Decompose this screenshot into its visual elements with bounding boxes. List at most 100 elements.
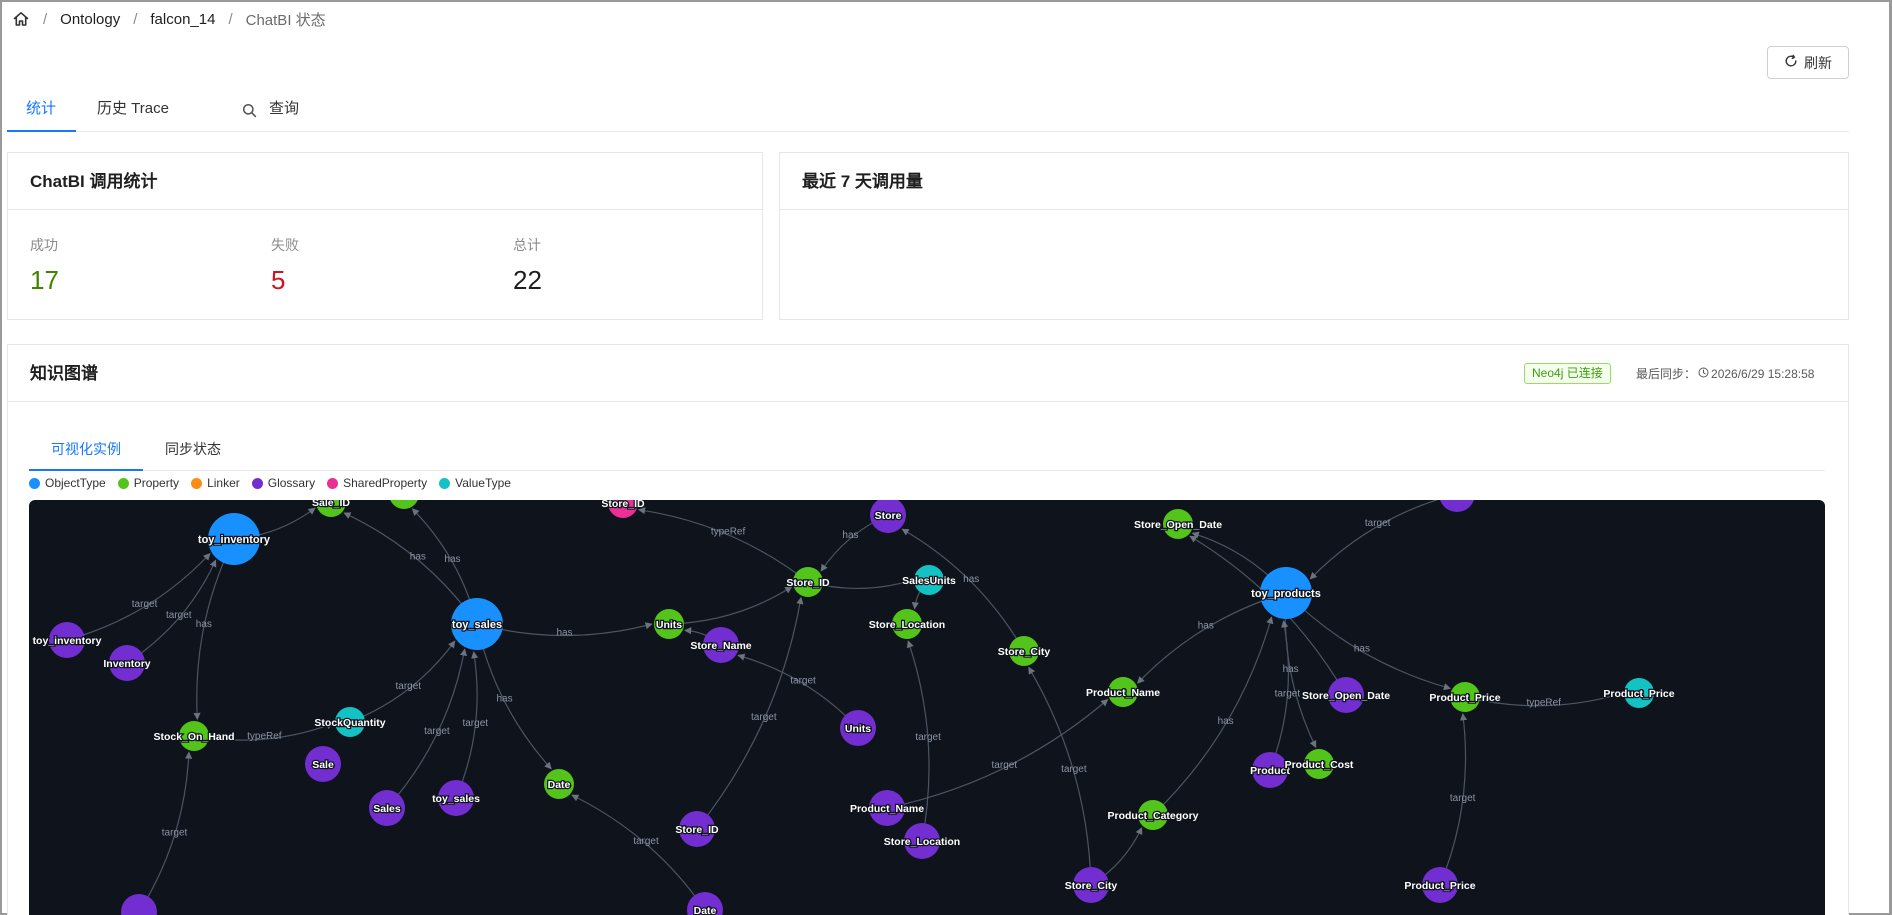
graph-node-glossary[interactable]: Date: [687, 892, 723, 915]
graph-node-glossary[interactable]: toy_sales: [431, 780, 481, 816]
graph-node-glossary[interactable]: Store: [870, 500, 906, 533]
graph-node-circle[interactable]: [544, 769, 574, 799]
graph-edge[interactable]: [696, 596, 804, 830]
graph-edge[interactable]: [906, 640, 930, 842]
graph-node-sharedproperty[interactable]: Store_ID: [600, 500, 646, 518]
graph-edge[interactable]: [1028, 666, 1092, 886]
tab-history-trace[interactable]: 历史 Trace: [97, 96, 169, 132]
graph-node-glossary[interactable]: Store_Name: [689, 627, 753, 663]
graph-edge[interactable]: [1137, 592, 1287, 684]
legend-valuetype[interactable]: ValueType: [439, 476, 511, 490]
graph-node-property[interactable]: Store_Open_Date: [1133, 509, 1223, 539]
graph-node-glossary[interactable]: Product_Price: [1403, 867, 1477, 903]
graph-node-circle[interactable]: [892, 609, 922, 639]
graph-edge[interactable]: [386, 648, 468, 809]
graph-edge[interactable]: [1152, 616, 1274, 816]
graph-edge[interactable]: [1439, 713, 1468, 886]
graph-node-circle[interactable]: [335, 707, 365, 737]
graph-node-circle[interactable]: [793, 567, 823, 597]
legend-glossary[interactable]: Glossary: [251, 476, 315, 490]
graph-node-circle[interactable]: [914, 565, 944, 595]
graph-node-circle[interactable]: [1163, 509, 1193, 539]
graph-node-circle[interactable]: [1422, 867, 1458, 903]
graph-edge[interactable]: [1464, 691, 1623, 707]
graph-node-glossary[interactable]: Inventory: [102, 645, 152, 681]
breadcrumb-project[interactable]: falcon_14: [150, 10, 216, 28]
graph-node-circle[interactable]: [438, 780, 474, 816]
graph-node-glossary[interactable]: Store_Location: [883, 823, 961, 859]
legend-property[interactable]: Property: [117, 476, 179, 490]
graph-edge[interactable]: [66, 552, 211, 641]
graph-node-glossary[interactable]: Store_ID: [674, 811, 720, 847]
graph-node-glossary[interactable]: Store_Open_Date: [1301, 677, 1391, 713]
graph-node-circle[interactable]: [1304, 749, 1334, 779]
graph-node-circle[interactable]: [679, 811, 715, 847]
tab-stats[interactable]: 统计: [26, 96, 56, 132]
graph-node-circle[interactable]: [1009, 636, 1039, 666]
legend-sharedproperty[interactable]: SharedProperty: [327, 476, 427, 490]
graph-node-circle[interactable]: [1328, 677, 1364, 713]
graph-edge[interactable]: [886, 699, 1109, 809]
graph-edge[interactable]: [901, 528, 1025, 652]
graph-edge[interactable]: [1285, 592, 1451, 691]
graph-node-property[interactable]: Product_Name: [1085, 677, 1161, 707]
graph-node-circle[interactable]: [869, 790, 905, 826]
graph-node-circle[interactable]: [179, 721, 209, 751]
graph-edge[interactable]: [193, 722, 334, 741]
graph-node-property[interactable]: [389, 500, 419, 509]
graph-node-property[interactable]: Product_Category: [1106, 800, 1200, 830]
graph-node-circle[interactable]: [1439, 500, 1475, 512]
graph-node-property[interactable]: Stock_On_Hand: [152, 721, 236, 751]
graph-svg[interactable]: targettargethashashashashastargettargett…: [29, 500, 1825, 915]
graph-node-glossary[interactable]: [121, 894, 157, 915]
graph-node-circle[interactable]: [870, 500, 906, 533]
graph-node-glossary[interactable]: Product_Name: [849, 790, 925, 826]
graph-node-circle[interactable]: [840, 710, 876, 746]
graph-node-circle[interactable]: [1073, 867, 1109, 903]
graph-edge[interactable]: [349, 640, 456, 723]
graph-node-property[interactable]: Product_Price: [1428, 682, 1502, 712]
graph-node-circle[interactable]: [1252, 752, 1288, 788]
home-icon[interactable]: [12, 10, 30, 28]
graph-node-circle[interactable]: [451, 598, 503, 650]
graph-node-glossary[interactable]: Units: [840, 710, 876, 746]
graph-node-circle[interactable]: [369, 790, 405, 826]
graph-node-circle[interactable]: [208, 513, 260, 565]
graph-edge[interactable]: [668, 586, 793, 625]
graph-node-circle[interactable]: [1624, 678, 1654, 708]
graph-node-circle[interactable]: [1260, 567, 1312, 619]
graph-node-circle[interactable]: [687, 892, 723, 915]
graph-node-property[interactable]: Store_ID: [785, 567, 831, 597]
graph-node-glossary[interactable]: toy_inventory: [31, 622, 103, 658]
graph-edge[interactable]: [637, 507, 809, 583]
graph-edge[interactable]: [1309, 500, 1457, 580]
graph-node-property[interactable]: Units: [654, 609, 684, 639]
graph-edge[interactable]: [138, 751, 193, 913]
graph-node-property[interactable]: Product_Cost: [1283, 749, 1355, 779]
graph-node-circle[interactable]: [305, 746, 341, 782]
graph-edge[interactable]: [571, 794, 706, 911]
breadcrumb-ontology[interactable]: Ontology: [60, 10, 121, 28]
graph-node-objecttype[interactable]: toy_sales: [451, 598, 503, 650]
graph-node-valuetype[interactable]: SalesUnits: [901, 565, 957, 595]
graph-node-glossary[interactable]: Sale: [305, 746, 341, 782]
graph-node-property[interactable]: Sale_ID: [311, 500, 352, 517]
graph-node-circle[interactable]: [109, 645, 145, 681]
graph-node-circle[interactable]: [654, 609, 684, 639]
subtab-visual-instance[interactable]: 可视化实例: [51, 441, 121, 457]
tab-query[interactable]: 查询: [242, 96, 299, 132]
graph-node-glossary[interactable]: Store_City: [1063, 867, 1119, 903]
graph-node-valuetype[interactable]: StockQuantity: [313, 707, 387, 737]
graph-node-valuetype[interactable]: Product_Price: [1602, 678, 1676, 708]
graph-node-objecttype[interactable]: toy_products: [1250, 567, 1322, 619]
graph-node-property[interactable]: Store_Location: [868, 609, 946, 639]
graph-node-circle[interactable]: [389, 500, 419, 509]
legend-linker[interactable]: Linker: [191, 476, 240, 490]
graph-node-objecttype[interactable]: toy_inventory: [197, 513, 272, 565]
graph-node-circle[interactable]: [316, 500, 346, 517]
graph-node-circle[interactable]: [1108, 677, 1138, 707]
graph-node-circle[interactable]: [703, 627, 739, 663]
refresh-button[interactable]: 刷新: [1767, 46, 1849, 79]
graph-node-circle[interactable]: [121, 894, 157, 915]
